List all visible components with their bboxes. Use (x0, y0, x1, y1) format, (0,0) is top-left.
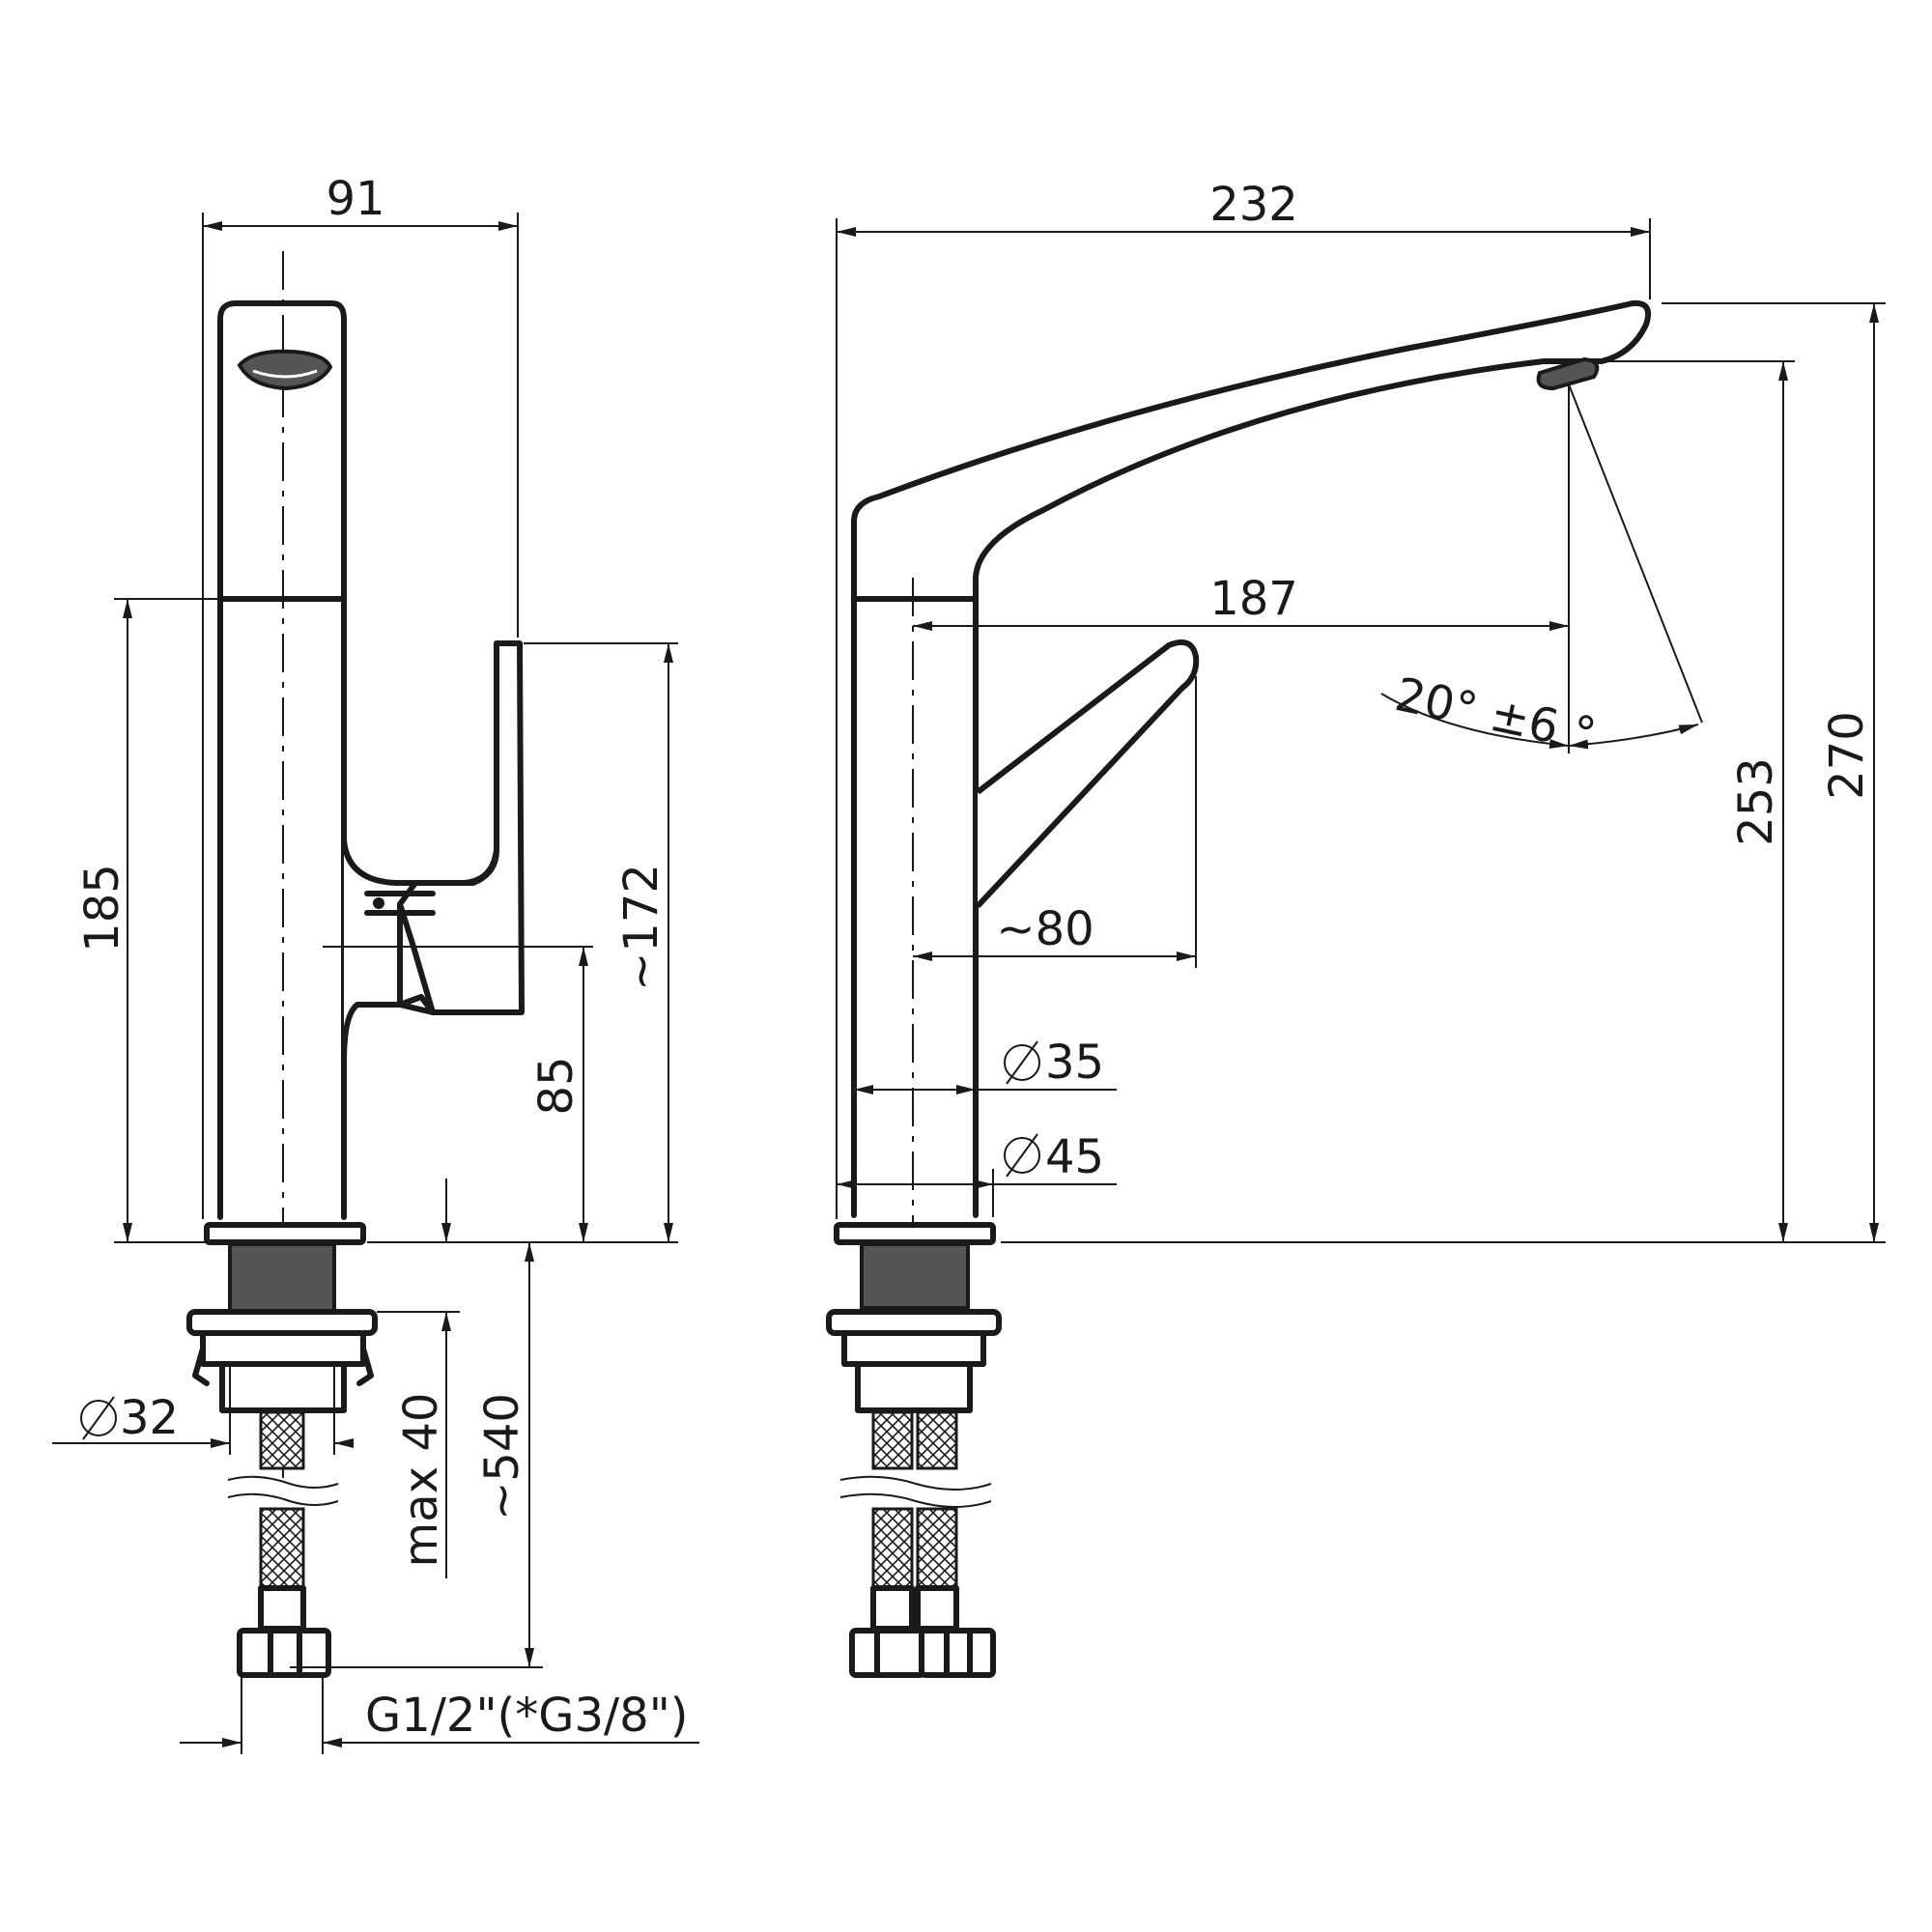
diameter-symbol-icon (80, 1400, 117, 1436)
side-hose-ferrule (258, 1585, 306, 1632)
side-washer (219, 1361, 347, 1413)
front-fixing-nut (841, 1330, 986, 1367)
side-upper-body (217, 300, 347, 1220)
diameter-symbol-icon-3 (1004, 1137, 1040, 1174)
dim-swivel-angle: 20° ±6 ° (1380, 384, 1703, 762)
dim-max-countertop: max 40 (377, 1179, 460, 1578)
dim-aerator-height-label: 185 (75, 864, 129, 952)
front-washer (855, 1361, 973, 1413)
dim-lever-height-label: ~172 (614, 864, 668, 991)
front-hose-right-ferrule (915, 1585, 959, 1632)
dim-thread: G1/2"(*G3/8") (180, 1677, 699, 1754)
side-clamp-right (356, 1346, 374, 1386)
front-base-plate (834, 1222, 996, 1245)
front-hose-left-ferrule (870, 1585, 915, 1632)
dim-side-width-label: 91 (326, 172, 384, 226)
dim-base-diameter: 45 (836, 1130, 1117, 1217)
front-hose-right-upper (916, 1410, 958, 1470)
dim-thread-label: G1/2"(*G3/8") (365, 1689, 689, 1743)
dim-aerator-height: 185 (75, 598, 218, 1243)
side-mounting-plate (186, 1309, 378, 1336)
front-spout-body (851, 299, 1652, 1218)
front-break-line-2 (839, 1492, 992, 1508)
side-base-plate (204, 1222, 366, 1245)
dim-front-width-label: 232 (1209, 178, 1298, 232)
front-aerator (1536, 356, 1600, 391)
dim-total-height: 270 (1662, 302, 1886, 1243)
dim-shank-diameter: 32 (52, 1364, 354, 1455)
front-view (826, 299, 1652, 1678)
dim-lever-height: ~172 (367, 642, 678, 1243)
side-lever-base (397, 901, 436, 1015)
dim-base-diameter-label: 45 (1045, 1130, 1104, 1184)
dim-hose-length: ~540 (290, 1242, 543, 1668)
dim-lever-base-height: 85 (323, 946, 593, 1242)
dim-lever-base-height-label: 85 (529, 1056, 583, 1115)
dim-lever-reach: ~80 (913, 676, 1197, 968)
dim-total-height-label: 270 (1820, 711, 1874, 800)
side-fixing-nut (200, 1330, 366, 1367)
side-lever-pin (364, 891, 436, 916)
side-hose-lower (259, 1507, 305, 1590)
dim-side-width: 91 (202, 172, 519, 1219)
dim-nozzle-height-label: 253 (1729, 757, 1783, 846)
front-lever-handle (975, 639, 1200, 909)
side-break-line-2 (227, 1492, 339, 1506)
side-view (186, 251, 525, 1678)
front-break-line-1 (839, 1475, 992, 1491)
side-hose-nut (237, 1628, 331, 1678)
dim-body-diameter: 35 (854, 1036, 1117, 1094)
front-hose-right-nut (919, 1628, 996, 1678)
front-hose-left-upper (871, 1410, 914, 1470)
front-hose-left-nut (849, 1628, 926, 1678)
side-threaded-shank (228, 1242, 336, 1314)
dim-front-width: 232 (836, 178, 1651, 1219)
side-hose-upper (259, 1410, 305, 1470)
front-hose-right-lower (916, 1507, 958, 1590)
dim-spout-reach-label: 187 (1209, 572, 1298, 626)
dim-shank-diameter-label: 32 (120, 1391, 179, 1445)
side-break-line-1 (227, 1475, 339, 1489)
side-lever-handle (397, 640, 525, 1015)
front-threaded-shank (860, 1242, 970, 1310)
dim-lever-reach-label: ~80 (996, 902, 1094, 956)
dim-spout-reach: 187 (913, 384, 1570, 753)
side-clamp-left (192, 1346, 210, 1386)
front-mounting-plate (826, 1309, 1002, 1336)
diameter-symbol-icon-2 (1004, 1044, 1040, 1081)
dim-hose-length-label: ~540 (475, 1393, 529, 1520)
front-hose-left-lower (871, 1507, 914, 1590)
side-aerator-outlet (237, 349, 333, 391)
dim-nozzle-height: 253 (1001, 360, 1795, 1243)
dim-max-countertop-label: max 40 (394, 1393, 448, 1568)
dim-body-diameter-label: 35 (1045, 1036, 1104, 1090)
